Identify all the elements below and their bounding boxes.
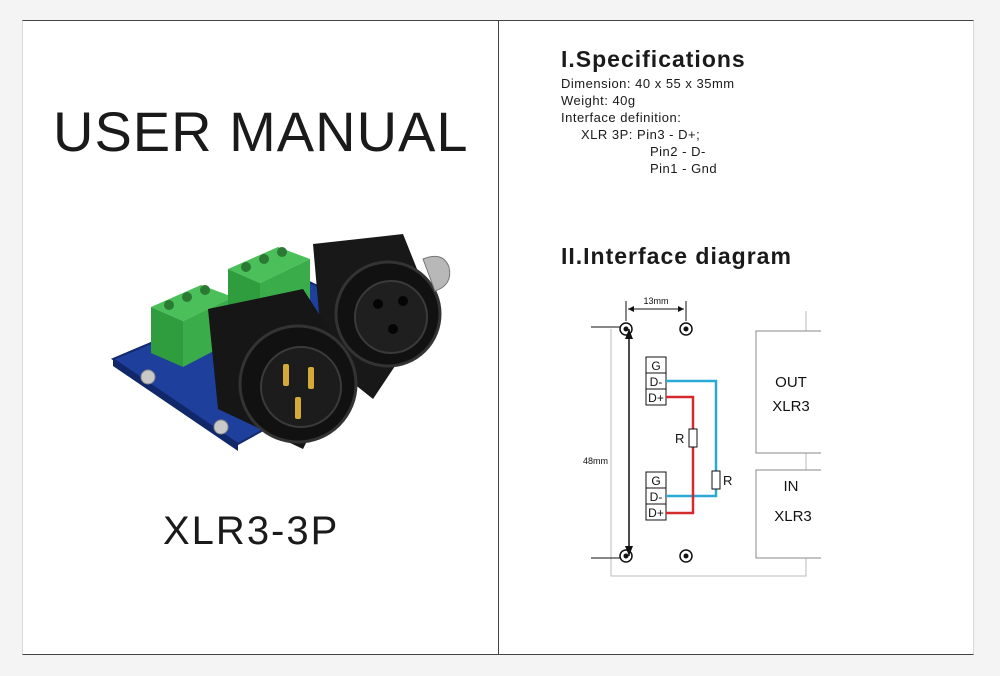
out-connector-box	[755, 330, 821, 454]
latch-tab-icon	[422, 255, 451, 292]
width-label: 13mm	[643, 296, 668, 306]
hole-icon	[619, 549, 633, 563]
terminal-bottom-dminus: D-	[650, 490, 663, 504]
mount-hole-icon	[140, 369, 156, 385]
wire-data-plus	[666, 395, 695, 515]
wire-data-minus	[666, 379, 718, 498]
manual-title: USER MANUAL	[53, 100, 469, 163]
xlr-male-connector	[208, 289, 358, 449]
model-number: XLR3-3P	[163, 509, 340, 553]
terminal-top-g: G	[651, 359, 660, 373]
interface-diagram-heading: II.Interface diagram	[561, 243, 792, 269]
resistor-2-icon	[711, 470, 721, 490]
spec-pin3: XLR 3P: Pin3 - D+;	[581, 127, 701, 142]
terminal-bottom-g: G	[651, 474, 660, 488]
resistor-2-label: R	[723, 473, 732, 488]
out-type: XLR3	[772, 398, 810, 415]
height-label: 48mm	[583, 456, 608, 466]
mount-hole-icon	[213, 419, 229, 435]
spec-pin2: Pin2 - D-	[650, 144, 706, 159]
manual-sheet: USER MANUAL	[22, 20, 974, 655]
hole-icon	[619, 322, 633, 336]
resistor-1-icon	[688, 428, 698, 448]
in-label: IN	[784, 478, 799, 495]
terminal-top-dminus: D-	[650, 375, 663, 389]
product-photo	[110, 234, 451, 451]
in-connector-box	[755, 469, 821, 559]
hole-icon	[679, 549, 693, 563]
spec-dimension: Dimension: 40 x 55 x 35mm	[561, 76, 735, 91]
hole-icon	[679, 322, 693, 336]
resistor-1-label: R	[675, 431, 684, 446]
terminal-top-dplus: D+	[648, 391, 664, 405]
page-divider	[498, 21, 499, 654]
spec-pin1: Pin1 - Gnd	[650, 161, 718, 176]
spec-weight: Weight: 40g	[561, 93, 636, 108]
out-label: OUT	[775, 374, 807, 391]
spec-interface-label: Interface definition:	[561, 110, 682, 125]
specifications-heading: I.Specifications	[561, 46, 746, 72]
terminal-bottom-dplus: D+	[648, 506, 664, 520]
in-type: XLR3	[774, 508, 812, 525]
interface-diagram: 13mm 48mm G D-	[583, 296, 821, 577]
